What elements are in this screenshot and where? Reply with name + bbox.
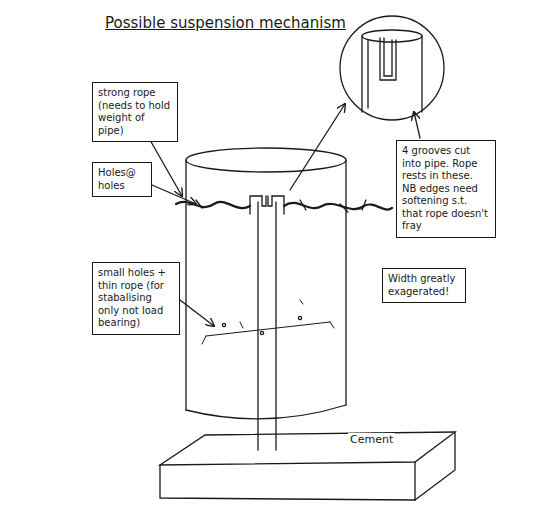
note-text: 4 grooves cut into pipe. Rope rests in t… [402, 145, 490, 233]
leader-arrow [414, 112, 420, 138]
small-hole [222, 323, 225, 326]
note-text: Holes@ holes [98, 167, 146, 192]
inset-arrow [290, 104, 345, 190]
small-hole [260, 331, 263, 334]
callout-box: small holes + thin rope (for stabalising… [92, 262, 180, 335]
leader-arrow [150, 140, 182, 196]
leader-arrow [180, 300, 214, 326]
pipe-cylinder [186, 148, 346, 419]
note-text: strong rope (needs to hold weight of pip… [98, 87, 172, 137]
callout-box: Width greatly exagerated! [382, 268, 466, 303]
callout-box: 4 grooves cut into pipe. Rope rests in t… [396, 140, 496, 238]
inner-rod [250, 196, 284, 450]
thin-rope [206, 322, 330, 336]
rope-knots [196, 200, 366, 212]
callout-box: strong rope (needs to hold weight of pip… [92, 82, 178, 142]
magnified-inset [340, 16, 444, 120]
callout-box: Holes@ holes [92, 162, 152, 197]
cement-base [160, 432, 455, 500]
leader-arrow [152, 185, 196, 204]
note-text: small holes + thin rope (for stabalising… [98, 267, 174, 330]
thin-rope-ends [202, 300, 334, 344]
part-label: Cement [348, 433, 395, 446]
note-text: Width greatly exagerated! [388, 273, 460, 298]
diagram-title: Possible suspension mechanism [105, 14, 346, 32]
strong-rope [176, 202, 392, 210]
small-hole [298, 316, 301, 319]
